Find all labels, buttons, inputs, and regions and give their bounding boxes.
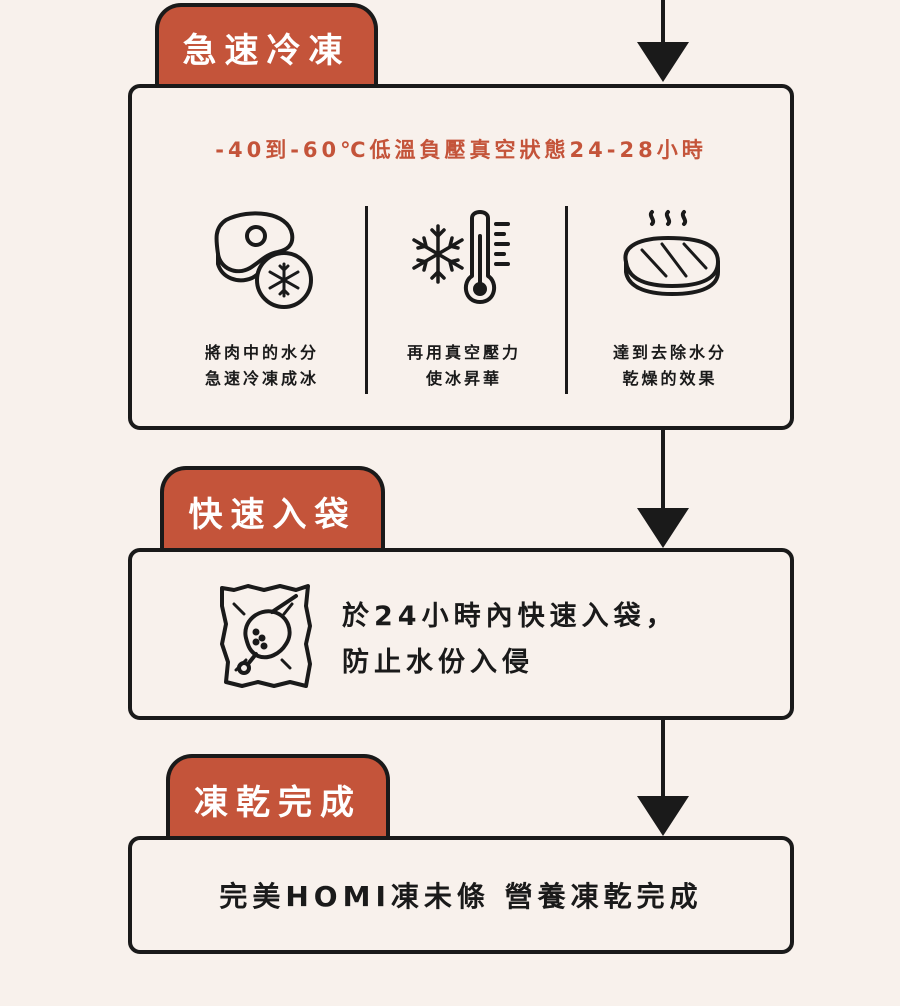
- step1-column-3: 達到去除水分 乾燥的效果: [570, 206, 770, 392]
- step3-tab: 凍乾完成: [166, 754, 390, 840]
- sealed-bag-icon: [220, 584, 312, 688]
- flow-line-middle: [661, 430, 665, 510]
- step1-tab: 急速冷凍: [155, 3, 378, 88]
- step1-col2-line2: 使冰昇華: [425, 369, 502, 388]
- step2-panel: 於24小時內快速入袋， 防止水份入侵: [128, 548, 794, 720]
- step1-column-2: 再用真空壓力 使冰昇華: [364, 206, 564, 392]
- step2-line2: 防止水份入侵: [342, 647, 534, 678]
- flow-arrow-2: [637, 508, 689, 548]
- step1-headline: -40到-60℃低溫負壓真空狀態24-28小時: [215, 138, 707, 162]
- steak-steam-icon: [623, 210, 720, 296]
- step1-col2-line1: 再用真空壓力: [406, 343, 521, 362]
- step2-line1: 於24小時內快速入袋，: [342, 601, 678, 632]
- step1-col1-line2: 急速冷凍成冰: [204, 369, 319, 388]
- step1-col3-line1: 達到去除水分: [612, 343, 727, 362]
- step1-col3-line2: 乾燥的效果: [622, 369, 718, 388]
- step1-col1-line1: 將肉中的水分: [204, 343, 319, 362]
- step1-divider-1: [365, 206, 368, 394]
- snowflake-thermometer-icon: [412, 210, 510, 304]
- meat-snowflake-icon: [214, 211, 313, 309]
- step1-column-1: 將肉中的水分 急速冷凍成冰: [162, 206, 362, 392]
- step1-panel: -40到-60℃低溫負壓真空狀態24-28小時 將肉中的水分 急速冷凍成冰: [128, 84, 794, 430]
- step1-divider-2: [565, 206, 568, 394]
- flow-arrow-3: [637, 796, 689, 836]
- flow-arrow-1: [637, 42, 689, 82]
- step2-text: 於24小時內快速入袋， 防止水份入侵: [342, 594, 678, 686]
- flow-line-top: [661, 0, 665, 44]
- step2-tab: 快速入袋: [160, 466, 385, 552]
- step3-panel: 完美HOMI凍未條 營養凍乾完成: [128, 836, 794, 954]
- step3-text: 完美HOMI凍未條 營養凍乾完成: [219, 880, 703, 913]
- flow-line-bottom: [661, 718, 665, 798]
